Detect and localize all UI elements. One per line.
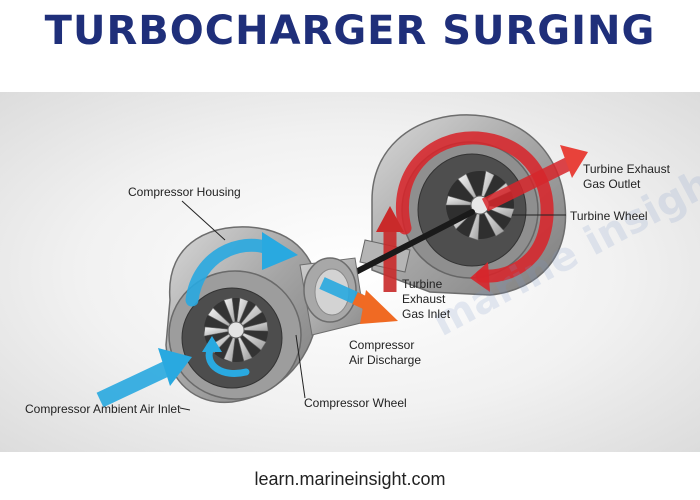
compressor-swirl-arrowhead [262,232,298,270]
turbine-exhaust-inlet-arrowhead [376,206,404,232]
compressor-inner-swirl-arrowhead [202,336,222,352]
compressor-swirl-arrow [185,238,275,307]
label-line: Turbine Exhaust [583,162,670,176]
compressor-air-inlet-arrow [96,360,172,408]
compressor-air-discharge-arrowhead [360,290,398,324]
compressor-air-inlet-arrowhead [158,348,192,386]
label-line: Gas Inlet [402,307,451,321]
label-line: Gas Outlet [583,177,641,191]
label-compressor-housing: Compressor Housing [128,185,241,199]
leader-lines [179,200,566,411]
label-turbine-exhaust-gas-outlet: Turbine Exhaust Gas Outlet [583,162,670,192]
label-line: Exhaust [402,292,446,306]
label-turbine-exhaust-gas-inlet: Turbine Exhaust Gas Inlet [402,277,450,322]
turbine-swirl-arrowhead [470,262,490,292]
label-turbine-wheel: Turbine Wheel [570,209,648,223]
turbine-swirl-arrow [395,131,554,283]
turbine-exhaust-outlet-arrow [481,156,574,212]
label-line: Air Discharge [349,353,422,367]
label-line: Compressor [349,338,415,352]
label-compressor-wheel: Compressor Wheel [304,396,407,410]
label-compressor-ambient-air-inlet: Compressor Ambient Air Inlet [25,402,181,416]
footer-url: learn.marineinsight.com [0,458,700,500]
compressor-wheel-blades [203,297,269,363]
label-line: Turbine [402,277,443,291]
page-title: TURBOCHARGER SURGING [44,8,656,54]
turbine-exhaust-outlet-arrowhead [560,145,588,178]
compressor-inner-swirl-arrow [205,346,250,377]
label-compressor-air-discharge: Compressor Air Discharge [349,338,421,368]
compressor-air-discharge-blue [319,277,363,306]
